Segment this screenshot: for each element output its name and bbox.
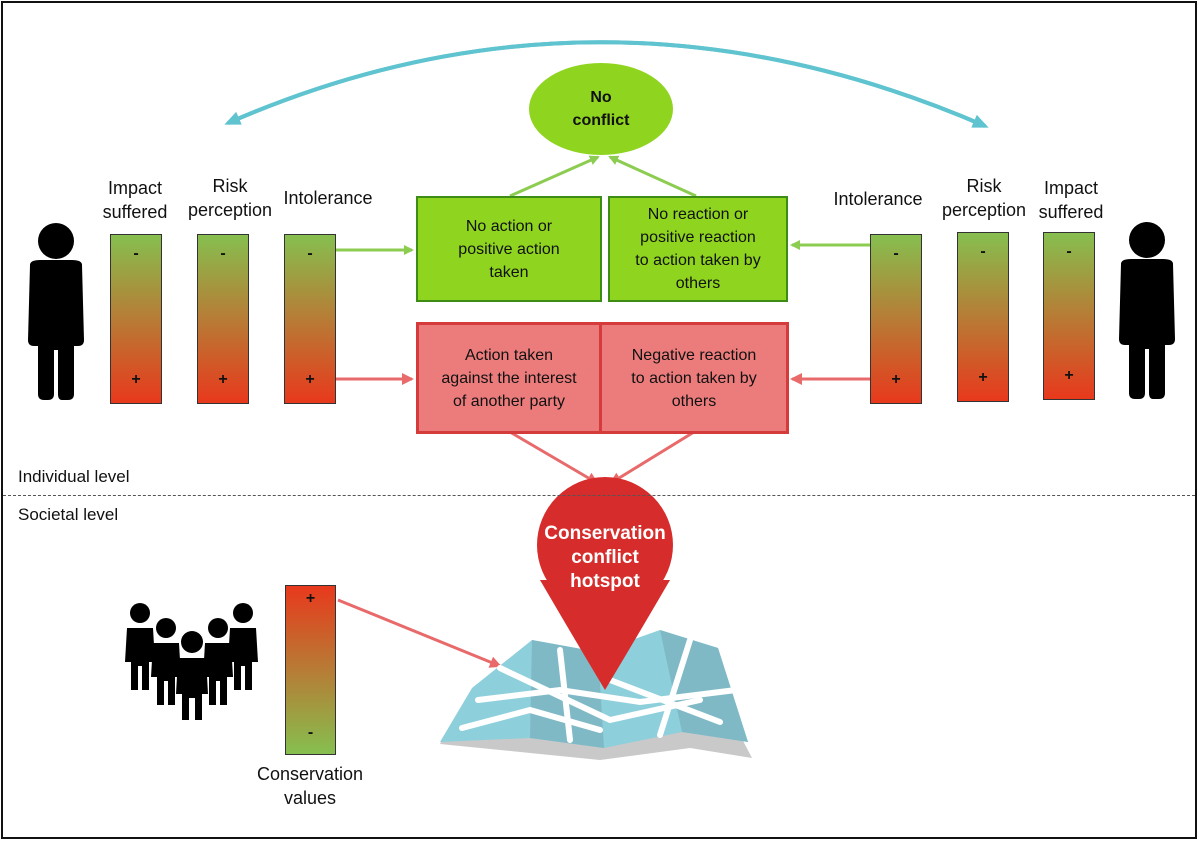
right-impact-label: Impact suffered [1028,176,1114,224]
action-against-line2: against the interest [441,369,577,387]
individual-level-label: Individual level [18,467,130,486]
hotspot-line2: conflict [571,547,639,568]
left-intolerance-bar: - + [284,234,336,404]
bar-sign-bottom: + [218,371,228,388]
left-impact-line1: Impact [107,178,163,198]
negative-reaction-line2: to action taken by [631,369,757,387]
bar-sign-top: - [1066,243,1072,260]
bar-sign-bottom: - [307,724,314,741]
arrow-action-to-hotspot [509,430,599,485]
bar-sign-top: + [305,590,316,607]
no-action-line3: taken [489,263,529,281]
action-against-box: Action taken against the interest of ano… [416,322,602,434]
bar-sign-bottom: + [891,371,901,388]
right-impact-bar: - + [1043,232,1095,400]
conservation-values-line2: values [283,788,337,808]
arrow-reaction-to-hotspot [609,430,695,485]
left-intolerance-label: Intolerance [283,188,373,208]
bar-sign-bottom: + [978,369,988,386]
bar-sign-bottom: + [305,371,315,388]
bar-sign-bottom: + [131,371,141,388]
left-impact-bar: - + [110,234,162,404]
conservation-values-label: Conservation values [232,762,388,810]
conservation-values-line1: Conservation [256,764,364,784]
bar-sign-bottom: + [1064,367,1074,384]
no-conflict-line2: conflict [572,112,630,129]
left-impact-line2: suffered [102,202,168,222]
no-action-box: No action or positive action taken [416,196,602,302]
right-intolerance-label: Intolerance [833,189,923,209]
no-conflict-line1: No [590,89,612,106]
left-risk-label: Risk perception [180,174,280,222]
level-divider [3,495,1195,496]
right-risk-line1: Risk [966,176,1002,196]
no-reaction-line3: to action taken by [635,252,761,269]
hotspot-label: Conservation conflict hotspot [530,522,680,594]
arrow-no-action-to-no-conflict [509,155,600,198]
negative-reaction-box: Negative reaction to action taken by oth… [599,322,789,434]
action-against-line1: Action taken [464,346,554,364]
bar-sign-top: - [980,243,986,260]
hotspot-line1: Conservation [544,523,666,544]
hotspot-line3: hotspot [570,571,640,592]
right-risk-label: Risk perception [934,174,1034,222]
person-right-icon [1119,222,1175,399]
person-left-icon [28,223,84,400]
bar-sign-top: - [220,245,226,262]
right-impact-line2: suffered [1038,202,1104,222]
no-reaction-line2: positive reaction [640,229,756,246]
people-group-icon [125,603,258,720]
left-risk-line2: perception [187,200,273,220]
left-risk-bar: - + [197,234,249,404]
left-risk-line1: Risk [212,176,248,196]
arrow-no-reaction-to-no-conflict [608,155,697,198]
bar-sign-top: - [893,245,899,262]
bar-sign-top: - [133,245,139,262]
right-risk-line2: perception [941,200,1027,220]
mutual-interaction-arc-end [227,40,989,128]
no-action-line1: No action or [465,217,553,235]
bar-sign-top: - [307,245,313,262]
right-risk-bar: - + [957,232,1009,402]
no-conflict-label: No conflict [540,86,662,132]
no-conflict-ellipse [529,63,673,155]
right-impact-line1: Impact [1043,178,1099,198]
no-reaction-line1: No reaction or [647,206,749,223]
map-icon [440,630,752,760]
no-action-line2: positive action [458,240,560,258]
action-against-line3: of another party [452,392,566,410]
no-reaction-line4: others [675,275,721,292]
negative-reaction-line3: others [671,392,717,410]
left-impact-label: Impact suffered [92,176,178,224]
arrow-values-to-map [337,598,502,668]
conservation-values-bar: + - [285,585,336,755]
hotspot-pin-icon [537,477,673,690]
no-reaction-box: No reaction or positive reaction to acti… [608,196,788,302]
right-intolerance-bar: - + [870,234,922,404]
societal-level-label: Societal level [18,505,119,524]
negative-reaction-line1: Negative reaction [631,346,757,364]
